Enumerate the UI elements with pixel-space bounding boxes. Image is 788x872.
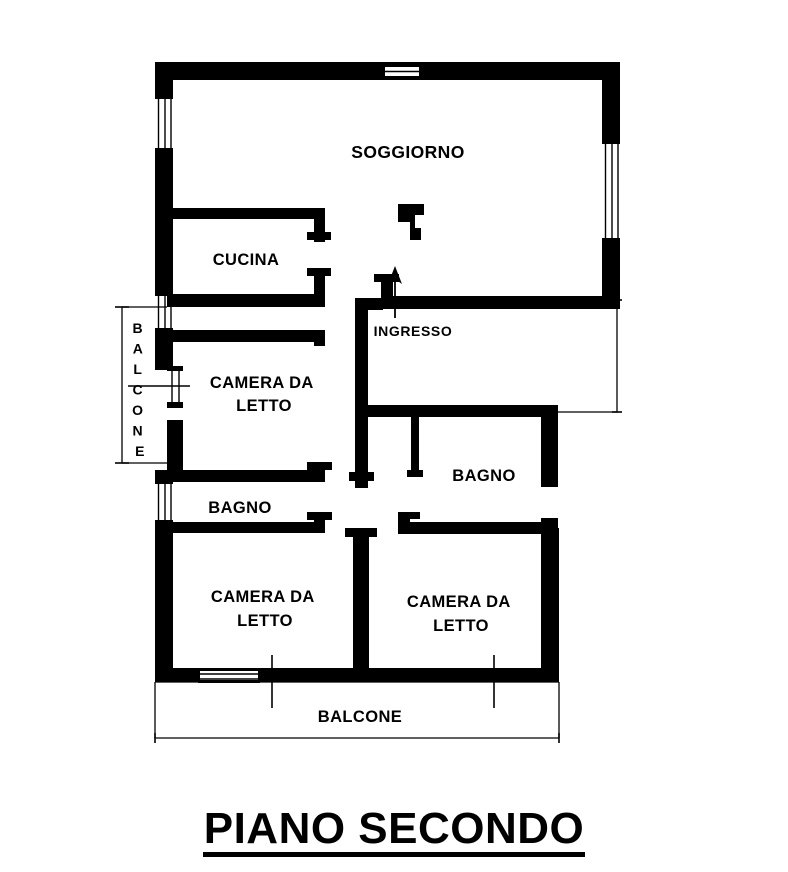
wall-right-lower (602, 238, 620, 298)
wall-bagno1-bottom (167, 522, 325, 533)
wall-bagno1-bottom-pier (314, 516, 325, 533)
room-label-soggiorno: SOGGIORNO (351, 142, 464, 162)
camera-3-line-1: CAMERA DA (407, 593, 511, 611)
page-title: PIANO SECONDO (204, 804, 585, 853)
wall-left-middle (155, 150, 173, 294)
wall-bottom-right (541, 528, 559, 680)
dimension-group (115, 299, 622, 743)
room-label-cucina: CUCINA (213, 251, 280, 269)
wall-left-balcony-bottom (167, 420, 183, 472)
wall-bagno2-top (368, 405, 558, 417)
balcone-left-letter-1: A (133, 341, 143, 357)
wall-bottom-main-seg (292, 668, 505, 682)
balcone-left-letter-0: B (132, 320, 143, 336)
fixture-group (398, 204, 424, 524)
wall-left-upper (155, 62, 173, 98)
room-label-ingresso: INGRESSO (374, 323, 453, 339)
camera-2-line-1: CAMERA DA (211, 588, 315, 606)
wall-cucina-bottom-pier (314, 268, 325, 298)
window-left-soggiorno-bottom (155, 148, 173, 151)
wall-camera1-top-pier (314, 330, 325, 346)
room-label-balcone-bottom: BALCONE (318, 708, 402, 726)
chimney-fixture-icon (398, 204, 424, 240)
room-label-camera-2: CAMERA DA LETTO (211, 588, 319, 630)
wall-bagno2-inner-pier (411, 417, 419, 477)
wall-left-door-jamb-lower (167, 402, 183, 408)
wall-left-bagno-sill (155, 520, 173, 526)
balcone-left-letter-6: E (135, 443, 145, 459)
balcone-left-letter-4: O (132, 402, 143, 418)
wall-center-divider (353, 528, 369, 680)
balcone-left-letter-5: N (132, 423, 143, 439)
wall-group-interior (155, 208, 620, 683)
balcone-left-letter-2: L (133, 361, 142, 377)
room-label-camera-3: CAMERA DA LETTO (407, 593, 515, 635)
window-left-soggiorno-top (155, 96, 173, 99)
wall-cucina-top (173, 208, 323, 219)
wall-cucina-bottom (167, 294, 325, 307)
wall-bagno2-right (541, 405, 558, 487)
window-top-sill (383, 76, 421, 80)
wall-camera1-bottom-pier (314, 462, 325, 482)
wall-cucina-top-pier-foot (307, 232, 331, 240)
wall-soggiorno-bottom-pier-head (374, 274, 399, 282)
balcone-left-letter-3: C (132, 382, 143, 398)
wall-left-door-jamb-upper (167, 366, 183, 371)
wall-camera1-bottom (167, 470, 325, 482)
room-label-camera-1: CAMERA DA LETTO (210, 374, 318, 415)
room-label-bagno-2: BAGNO (452, 467, 515, 485)
camera-1-line-1: CAMERA DA (210, 374, 314, 392)
wall-cucina-top-pier (314, 208, 325, 242)
wall-left-bottom (155, 524, 173, 682)
camera-1-line-2: LETTO (236, 397, 292, 415)
wall-top-right (419, 62, 620, 80)
room-label-group: SOGGIORNO CUCINA INGRESSO CAMERA DA LETT… (132, 142, 515, 726)
plan-title-group: PIANO SECONDO (203, 804, 585, 857)
wall-cucina-bottom-pier-head (307, 268, 331, 276)
camera-3-line-2: LETTO (433, 617, 489, 635)
window-top-frame (383, 62, 421, 67)
wall-corridor-left-foot (349, 472, 374, 481)
bagno2-fixture-icon (399, 512, 420, 524)
wall-camera1-bottom-pier-head (307, 462, 332, 470)
room-label-bagno-1: BAGNO (208, 499, 271, 517)
wall-bottom-left-seg (155, 668, 200, 682)
wall-corridor-left (355, 298, 368, 488)
wall-bottom-right-seg (505, 668, 559, 682)
ingresso-arrow-head (388, 266, 402, 284)
ingresso-arrow (388, 266, 402, 318)
wall-left-cucina-jamb (155, 291, 173, 296)
camera-2-line-2: LETTO (237, 612, 293, 630)
room-label-balcone-left: B A L C O N E (132, 320, 148, 459)
wall-soggiorno-bottom (381, 296, 620, 309)
wall-bottom-mid-seg (258, 668, 292, 682)
wall-center-divider-head (345, 528, 377, 537)
wall-camera1-top (167, 330, 325, 342)
wall-right-upper (602, 62, 620, 144)
window-bottom-head (198, 668, 260, 671)
wall-bagno1-bottom-pier-head (307, 512, 332, 520)
wall-bagno2-inner-pier-foot (407, 470, 423, 477)
wall-top-left (155, 62, 385, 80)
page-title-underline (203, 852, 585, 857)
wall-bagno2-bottom (398, 522, 558, 534)
